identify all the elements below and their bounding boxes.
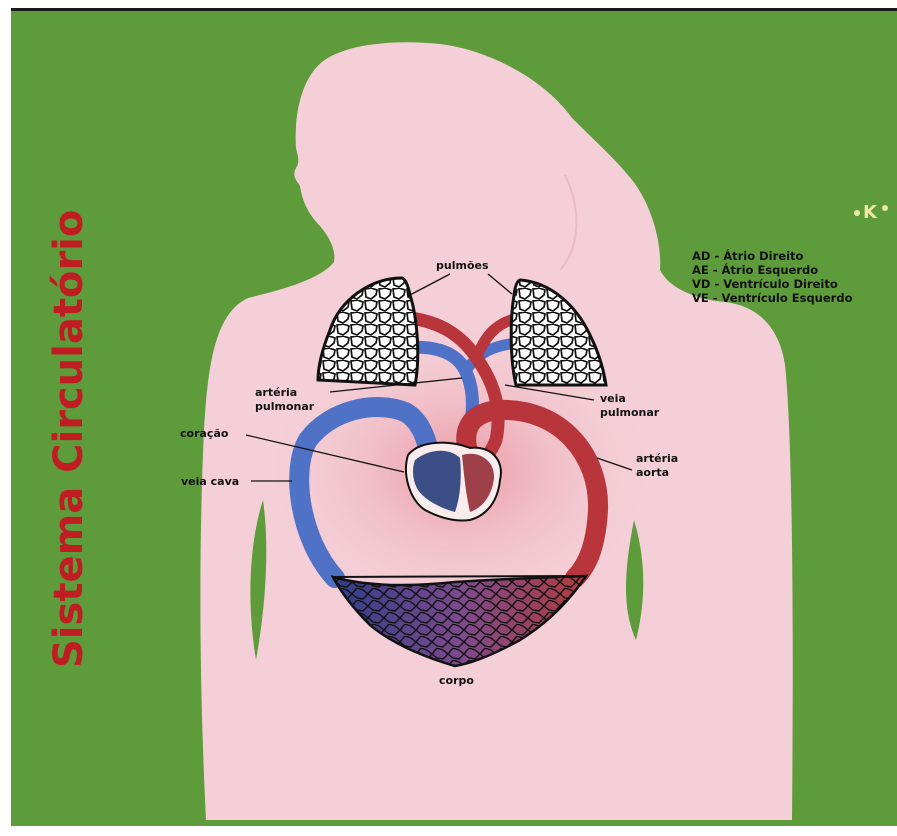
label-pulmonary-artery-1: artéria	[255, 386, 297, 399]
legend-ae: AE - Átrio Esquerdo	[692, 262, 818, 277]
legend-vd: VD - Ventrículo Direito	[692, 277, 838, 291]
legend-ve: VE - Ventrículo Esquerdo	[692, 291, 853, 305]
label-lungs: pulmões	[436, 259, 489, 272]
label-heart: coração	[180, 427, 229, 440]
label-body: corpo	[439, 674, 474, 687]
poster-title: Sistema Circulatório	[46, 210, 92, 668]
label-pulmonary-artery-2: pulmonar	[255, 400, 315, 413]
logo-text: K	[863, 202, 878, 223]
label-pulmonary-vein-1: veia	[600, 392, 626, 405]
top-edge-line	[11, 8, 897, 11]
label-aorta-1: artéria	[636, 452, 678, 465]
label-aorta-2: aorta	[636, 466, 669, 479]
legend-ad: AD - Átrio Direito	[692, 248, 804, 263]
label-pulmonary-vein-2: pulmonar	[600, 406, 660, 419]
label-vena-cava: veia cava	[181, 475, 239, 488]
